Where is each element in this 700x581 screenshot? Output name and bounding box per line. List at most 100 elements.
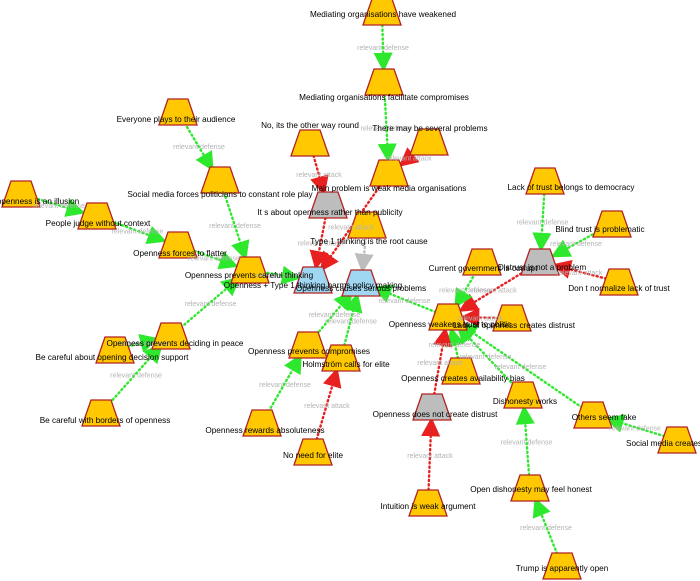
- edge-label: relevant defense: [429, 342, 481, 349]
- node-type1-harms[interactable]: [293, 266, 333, 294]
- node-weak-media[interactable]: [369, 159, 409, 187]
- edge-distrust-not-problem-to-weakens-trust: [458, 260, 542, 313]
- edge-no-need-elite-to-holmstrom: [311, 367, 342, 454]
- node-mediating-facilitate[interactable]: [364, 68, 404, 96]
- node-label-other-way-round: No, its the other way round: [261, 121, 359, 130]
- node-label-forces-flatter: Openness forces to flatter: [133, 249, 227, 258]
- node-label-distrust-not-problem: Distrust is not a problem: [498, 263, 586, 272]
- node-label-dont-normalize: Don t normalize lack of trust: [568, 284, 670, 293]
- edge-label: relevant defense: [495, 364, 547, 371]
- node-blind-trust[interactable]: [592, 210, 632, 238]
- edge-label: relevant defense: [209, 223, 261, 230]
- node-label-rewards-absoluteness: Openness rewards absoluteness: [205, 426, 324, 435]
- node-lack-trust-democracy[interactable]: [525, 167, 565, 195]
- node-others-fake[interactable]: [573, 401, 613, 429]
- edge-label: relevant defense: [185, 301, 237, 308]
- node-availability-bias[interactable]: [441, 357, 481, 385]
- node-serious-problems[interactable]: [341, 269, 381, 297]
- node-label-social-media-role: Social media forces politicians to const…: [127, 190, 313, 199]
- edge-label: relevant attack: [296, 172, 342, 179]
- node-label-type1-root: Type 1 thinking is the root cause: [310, 237, 428, 246]
- edge-label: relevant defense: [361, 126, 413, 133]
- node-weakens-trust[interactable]: [428, 303, 468, 331]
- node-several-problems[interactable]: [409, 128, 449, 156]
- node-prevents-careful[interactable]: [230, 256, 270, 284]
- node-type1-root[interactable]: [347, 211, 387, 239]
- node-label-prevents-careful: Openness prevents careful thinking: [185, 271, 314, 280]
- node-label-weakens-trust: Openness weakens trust to politic: [389, 320, 511, 329]
- node-label-no-need-elite: No need for elite: [283, 451, 344, 460]
- edge-label: relevant attack: [328, 225, 374, 232]
- node-label-type1-harms: Openness + Type 1 thinking harms policy …: [224, 281, 403, 290]
- node-label-holmstrom: Holmström calls for elite: [302, 360, 390, 369]
- node-label-serious-problems: Openness causes serious problems: [296, 284, 426, 293]
- edge-label: relevant defense: [379, 298, 431, 305]
- node-opening-decision-support[interactable]: [95, 336, 135, 364]
- edge-label: relevant defense: [609, 426, 661, 433]
- node-label-prevents-deciding: Openness prevents deciding in peace: [106, 339, 243, 348]
- node-not-distrust[interactable]: [412, 393, 452, 421]
- node-label-social-media-creates: Social media creates: [626, 439, 700, 448]
- node-open-dishonesty[interactable]: [510, 474, 550, 502]
- edge-label: relevant defense: [309, 312, 361, 319]
- node-judge-context[interactable]: [77, 202, 117, 230]
- node-current-government[interactable]: [462, 248, 502, 276]
- edge-availability-bias-to-weakens-trust: [445, 326, 465, 373]
- node-label-blind-trust: Blind trust is problematic: [555, 225, 644, 234]
- node-label-weak-media: Main problem is weak media organisations: [312, 184, 467, 193]
- node-label-opening-decision-support: Be careful about opening decision suppor…: [36, 353, 190, 362]
- node-distrust-not-problem[interactable]: [520, 248, 560, 276]
- edge-label: relevant defense: [117, 341, 169, 348]
- edge-label: relevant defense: [112, 229, 164, 236]
- edge-label: relevant defense: [33, 203, 85, 210]
- node-label-intuition-weak: Intuition is weak argument: [380, 502, 476, 511]
- node-dishonesty-works[interactable]: [503, 381, 543, 409]
- edge-everyone-plays-to-social-media-role: [176, 110, 214, 172]
- edge-label: relevant defense: [256, 273, 308, 280]
- node-label-several-problems: There may be several problems: [372, 124, 487, 133]
- node-dont-normalize[interactable]: [599, 268, 639, 296]
- node-label-not-distrust: Openness does not create distrust: [373, 410, 498, 419]
- node-trump-open[interactable]: [542, 552, 582, 580]
- node-label-prevents-compromises: Openness prevents compromises: [248, 347, 370, 356]
- node-other-way-round[interactable]: [290, 129, 330, 157]
- node-label-borders-openness: Be careful with borders of openness: [40, 416, 171, 425]
- edge-blind-trust-to-distrust-not-problem: [550, 222, 614, 258]
- node-social-media-role[interactable]: [200, 166, 240, 194]
- edge-label: relevant attack: [557, 270, 603, 277]
- node-everyone-plays[interactable]: [158, 98, 198, 126]
- edge-label: relevant defense: [520, 525, 572, 532]
- node-label-everyone-plays: Everyone plays to their audience: [117, 115, 236, 124]
- node-lack-openness-distrust[interactable]: [492, 304, 532, 332]
- node-openness-publicity[interactable]: [308, 191, 348, 219]
- node-borders-openness[interactable]: [81, 399, 121, 427]
- edge-label: relevant defense: [188, 256, 240, 263]
- node-label-current-government: Current government is corrupt: [429, 264, 538, 273]
- edge-label: relevant defense: [173, 144, 225, 151]
- node-no-need-elite[interactable]: [293, 438, 333, 466]
- node-prevents-deciding[interactable]: [151, 322, 191, 350]
- node-holmstrom[interactable]: [321, 344, 361, 372]
- node-intuition-weak[interactable]: [408, 489, 448, 517]
- edge-label: relevant defense: [550, 241, 602, 248]
- edge-label: relevant attack: [471, 288, 517, 295]
- node-social-media-creates[interactable]: [657, 426, 697, 454]
- node-mediating-weakened[interactable]: [362, 0, 402, 26]
- node-label-lack-trust-democracy: Lack of trust belongs to democracy: [508, 183, 636, 192]
- edge-opening-decision-support-to-prevents-deciding: [113, 333, 160, 353]
- node-label-dishonesty-works: Dishonesty works: [493, 397, 557, 406]
- node-label-mediating-weakened: Mediating organisations have weakened: [310, 10, 457, 19]
- node-label-open-dishonesty: Open dishonesty may feel honest: [470, 485, 592, 494]
- node-label-openness-publicity: It s about openness rather than publicit…: [257, 208, 403, 217]
- node-forces-flatter[interactable]: [158, 231, 198, 259]
- edge-label: relevant attack: [304, 403, 350, 410]
- node-label-illusion: openness is an illusion: [0, 197, 80, 206]
- node-illusion[interactable]: [1, 180, 41, 208]
- edge-label: relevant defense: [357, 45, 409, 52]
- edge-label: relevant attack: [407, 453, 453, 460]
- edge-label: relevant defense: [501, 440, 553, 447]
- edge-lack-trust-democracy-to-distrust-not-problem: [532, 179, 552, 252]
- node-rewards-absoluteness[interactable]: [242, 409, 282, 437]
